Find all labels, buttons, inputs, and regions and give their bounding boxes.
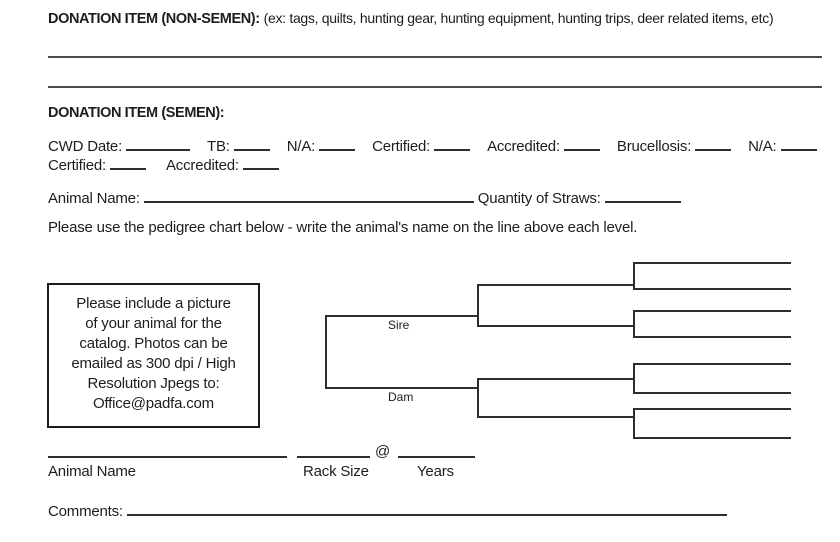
animal-name-bottom-label: Animal Name bbox=[48, 463, 136, 480]
pedigree-connector-gp-2 bbox=[633, 310, 635, 338]
non-semen-heading: DONATION ITEM (NON-SEMEN): bbox=[48, 11, 260, 27]
accredited-field-1[interactable] bbox=[563, 137, 600, 151]
photo-box-email: Office@padfa.com bbox=[93, 395, 214, 412]
pedigree-connector-sire bbox=[477, 284, 479, 327]
photo-box-line-3: catalog. Photos can be bbox=[79, 335, 228, 352]
photo-instructions-box: Please include a picture of your animal … bbox=[47, 283, 260, 428]
pedigree-line-ggp-8[interactable] bbox=[633, 437, 791, 439]
pedigree-connector-gp-3 bbox=[633, 363, 635, 394]
pedigree-connector-gp-4 bbox=[633, 408, 635, 439]
accredited-field-2[interactable] bbox=[242, 156, 279, 170]
photo-box-line-2: of your animal for the bbox=[85, 315, 222, 332]
certified-label-2: Certified: bbox=[48, 157, 107, 174]
pedigree-line-sire-dam[interactable] bbox=[477, 325, 635, 327]
cwd-date-field[interactable] bbox=[126, 137, 191, 151]
at-symbol: @ bbox=[375, 443, 391, 460]
pedigree-line-sire[interactable] bbox=[325, 315, 479, 317]
pedigree-line-ggp-5[interactable] bbox=[633, 363, 791, 365]
na-label-1: N/A: bbox=[286, 138, 316, 155]
certified-label-1: Certified: bbox=[372, 138, 431, 155]
comments-field[interactable] bbox=[126, 502, 727, 516]
animal-name-field[interactable] bbox=[143, 189, 474, 203]
years-label: Years bbox=[417, 463, 454, 480]
pedigree-sire-label: Sire bbox=[388, 318, 410, 332]
comments-row: Comments: bbox=[48, 502, 727, 520]
certified-field-2[interactable] bbox=[110, 156, 146, 170]
photo-box-line-1: Please include a picture bbox=[76, 295, 231, 312]
semen-tests-row-1: CWD Date: TB: N/A: Certified: Accredited… bbox=[48, 137, 817, 155]
non-semen-heading-row: DONATION ITEM (NON-SEMEN): (ex: tags, qu… bbox=[48, 10, 774, 27]
quantity-of-straws-field[interactable] bbox=[604, 189, 681, 203]
na-label-2: N/A: bbox=[748, 138, 777, 155]
non-semen-hint: (ex: tags, quilts, hunting gear, hunting… bbox=[263, 10, 774, 26]
accredited-label-1: Accredited: bbox=[487, 138, 560, 155]
pedigree-connector-gp-1 bbox=[633, 262, 635, 290]
pedigree-line-ggp-6[interactable] bbox=[633, 392, 791, 394]
photo-box-line-4: emailed as 300 dpi / High bbox=[71, 355, 236, 372]
na-field-1[interactable] bbox=[319, 137, 356, 151]
pedigree-dam-label: Dam bbox=[388, 390, 414, 404]
pedigree-instruction: Please use the pedigree chart below - wr… bbox=[48, 219, 638, 236]
pedigree-connector-root bbox=[325, 315, 327, 389]
animal-name-label: Animal Name: bbox=[48, 190, 140, 207]
comments-label: Comments: bbox=[48, 503, 123, 520]
animal-name-row: Animal Name: Quantity of Straws: bbox=[48, 189, 681, 207]
animal-name-bottom-line[interactable] bbox=[48, 456, 287, 458]
pedigree-connector-dam bbox=[477, 378, 479, 418]
photo-box-line-5: Resolution Jpegs to: bbox=[87, 375, 220, 392]
pedigree-line-sire-sire[interactable] bbox=[477, 284, 635, 286]
rack-size-line[interactable] bbox=[297, 456, 370, 458]
brucellosis-field[interactable] bbox=[695, 137, 732, 151]
non-semen-writein-line-2[interactable] bbox=[48, 86, 822, 88]
years-line[interactable] bbox=[398, 456, 475, 458]
cwd-date-label: CWD Date: bbox=[48, 138, 123, 155]
pedigree-line-ggp-7[interactable] bbox=[633, 408, 791, 410]
semen-tests-row-2: Certified: Accredited: bbox=[48, 156, 279, 174]
non-semen-writein-line-1[interactable] bbox=[48, 56, 822, 58]
na-field-2[interactable] bbox=[780, 137, 817, 151]
pedigree-line-dam[interactable] bbox=[325, 387, 479, 389]
certified-field-1[interactable] bbox=[434, 137, 471, 151]
accredited-label-2: Accredited: bbox=[166, 157, 239, 174]
pedigree-line-ggp-3[interactable] bbox=[633, 310, 791, 312]
tb-field[interactable] bbox=[233, 137, 270, 151]
pedigree-line-dam-dam[interactable] bbox=[477, 416, 635, 418]
pedigree-line-ggp-1[interactable] bbox=[633, 262, 791, 264]
rack-size-label: Rack Size bbox=[303, 463, 369, 480]
pedigree-line-ggp-2[interactable] bbox=[633, 288, 791, 290]
pedigree-line-dam-sire[interactable] bbox=[477, 378, 635, 380]
tb-label: TB: bbox=[207, 138, 230, 155]
brucellosis-label: Brucellosis: bbox=[616, 138, 692, 155]
quantity-of-straws-label: Quantity of Straws: bbox=[477, 190, 601, 207]
semen-heading: DONATION ITEM (SEMEN): bbox=[48, 105, 225, 121]
pedigree-line-ggp-4[interactable] bbox=[633, 336, 791, 338]
